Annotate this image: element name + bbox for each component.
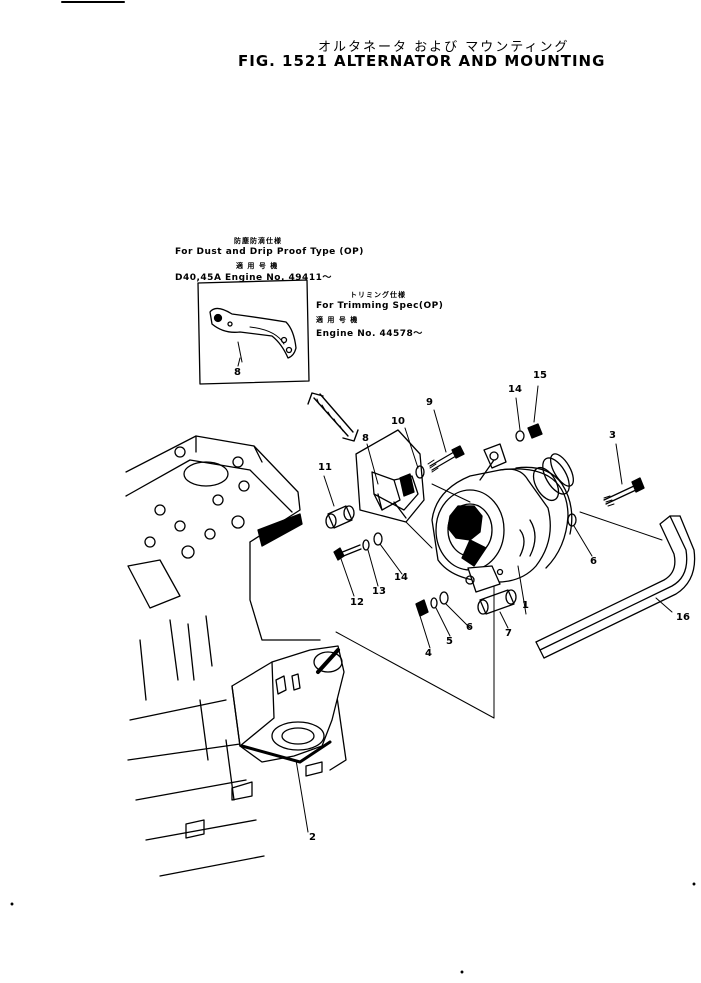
washer-14 — [515, 430, 525, 442]
dust-proof-note: For Dust and Drip Proof Type (OP) — [175, 247, 364, 257]
part-number-8-inset: 8 — [234, 367, 241, 378]
alternate-arrow — [307, 392, 359, 442]
adjust-bracket — [355, 429, 425, 523]
part-number-6: 6 — [590, 556, 597, 567]
part-number-1: 1 — [522, 600, 529, 611]
dust-proof-applicable-jp: 適 用 号 機 — [236, 262, 279, 270]
part-number-6-lower: 6 — [466, 622, 473, 633]
part-number-4: 4 — [425, 648, 432, 659]
part-number-8: 8 — [362, 433, 369, 444]
figure-title-japanese: オルタネータ および マウンティング — [318, 40, 570, 55]
part-number-11: 11 — [318, 462, 332, 473]
part-number-3: 3 — [609, 430, 616, 441]
bolt-9 — [415, 445, 465, 479]
v-belt — [535, 515, 696, 659]
inset-bracket — [209, 307, 297, 363]
alternator — [431, 443, 575, 593]
leader-lines — [237, 357, 673, 833]
trimming-note: For Trimming Spec(OP) — [316, 301, 444, 311]
spacer-11 — [325, 505, 355, 529]
part-number-9: 9 — [426, 397, 433, 408]
trimming-note-jp: トリミング仕様 — [350, 291, 406, 299]
trimming-applicable-jp: 適 用 号 機 — [316, 316, 359, 324]
part-number-16: 16 — [676, 612, 690, 623]
trimming-applicable: Engine No. 44578～ — [316, 329, 423, 339]
part-number-14: 14 — [394, 572, 408, 583]
part-number-14-top: 14 — [508, 384, 522, 395]
mounting-bracket — [231, 645, 345, 764]
nut-4 — [415, 591, 449, 617]
part-number-7: 7 — [505, 628, 512, 639]
part-number-13: 13 — [372, 586, 386, 597]
engine-block — [125, 435, 347, 877]
part-number-5: 5 — [446, 636, 453, 647]
part-number-12: 12 — [350, 597, 364, 608]
part-number-2: 2 — [309, 832, 316, 843]
dust-proof-applicable: D40,45A Engine No. 49411～ — [175, 273, 332, 283]
part-number-15: 15 — [533, 370, 547, 381]
dust-proof-note-jp: 防塵防滴仕様 — [234, 237, 282, 245]
bolt-12 — [333, 532, 383, 561]
part-number-10: 10 — [391, 416, 405, 427]
spacer-7 — [477, 589, 517, 615]
nut-15 — [527, 423, 543, 439]
inset-box — [197, 279, 310, 385]
figure-title: FIG. 1521 ALTERNATOR AND MOUNTING — [238, 52, 606, 70]
bolt-3 — [567, 477, 645, 527]
